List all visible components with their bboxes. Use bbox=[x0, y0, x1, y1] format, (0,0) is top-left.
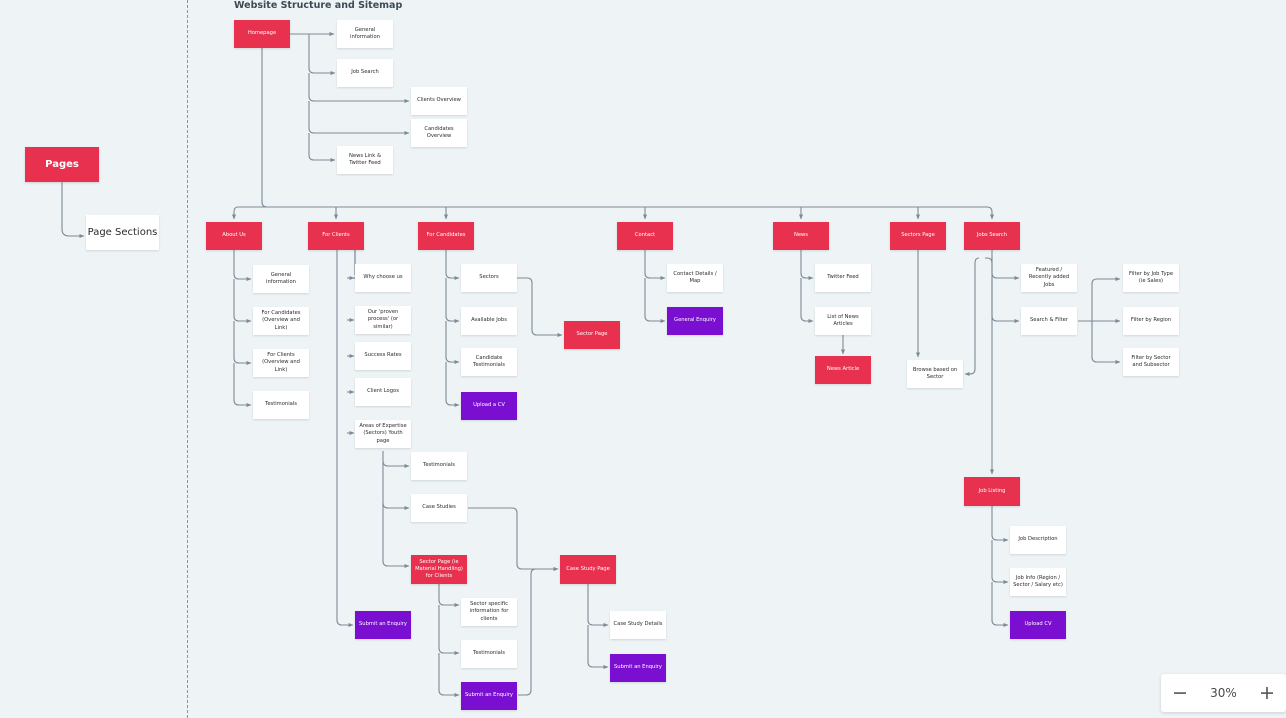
node-jobs-featured[interactable]: Featured / Recently added Jobs bbox=[1021, 264, 1077, 292]
node-job-upload-cv[interactable]: Upload CV bbox=[1010, 611, 1066, 639]
node-about-for-clients[interactable]: For Clients (Overview and Link) bbox=[253, 349, 309, 377]
node-job-description[interactable]: Job Description bbox=[1010, 526, 1066, 554]
node-home-news-feed[interactable]: News Link & Twitter Feed bbox=[337, 146, 393, 174]
node-about-for-candidates[interactable]: For Candidates (Overview and Link) bbox=[253, 307, 309, 335]
node-clients-submit-enquiry[interactable]: Submit an Enquiry bbox=[355, 611, 411, 639]
plus-icon bbox=[1260, 687, 1273, 699]
node-about-testimonials[interactable]: Testimonials bbox=[253, 391, 309, 419]
node-news[interactable]: News bbox=[773, 222, 829, 250]
node-about-general-information[interactable]: General information bbox=[253, 265, 309, 293]
diagram-title: Website Structure and Sitemap bbox=[234, 0, 403, 11]
node-home-clients-overview[interactable]: Clients Overview bbox=[411, 87, 467, 115]
node-case-study-page[interactable]: Case Study Page bbox=[560, 555, 616, 584]
node-news-twitter-feed[interactable]: Twitter Feed bbox=[815, 264, 871, 292]
node-clients-proven-process[interactable]: Our 'proven process' (or similar) bbox=[355, 306, 411, 334]
zoom-level: 30% bbox=[1210, 686, 1237, 700]
node-home-candidates-overview[interactable]: Candidates Overview bbox=[411, 119, 467, 147]
node-clients-why-choose-us[interactable]: Why choose us bbox=[355, 264, 411, 292]
node-sectors-browse[interactable]: Browse based on Sector bbox=[907, 360, 963, 388]
node-about-us[interactable]: About Us bbox=[206, 222, 262, 250]
node-clients-case-studies[interactable]: Case Studies bbox=[411, 494, 467, 522]
node-home-job-search[interactable]: Job Search bbox=[337, 59, 393, 87]
node-contact[interactable]: Contact bbox=[617, 222, 673, 250]
node-for-candidates[interactable]: For Candidates bbox=[418, 222, 474, 250]
node-jobs-filter-region[interactable]: Filter by Region bbox=[1123, 307, 1179, 335]
node-clients-testimonials[interactable]: Testimonials bbox=[411, 452, 467, 480]
node-contact-general-enquiry[interactable]: General Enquiry bbox=[667, 307, 723, 335]
zoom-in-button[interactable] bbox=[1254, 680, 1280, 706]
node-sector-testimonials[interactable]: Testimonials bbox=[461, 640, 517, 668]
node-candidates-available-jobs[interactable]: Available Jobs bbox=[461, 307, 517, 335]
node-jobs-search-filter[interactable]: Search & Filter bbox=[1021, 307, 1077, 335]
node-jobs-filter-sector[interactable]: Filter by Sector and Subsector bbox=[1123, 348, 1179, 376]
node-case-study-details[interactable]: Case Study Details bbox=[610, 611, 666, 639]
legend-page-node: Pages bbox=[25, 147, 99, 182]
node-sector-submit-enquiry[interactable]: Submit an Enquiry bbox=[461, 682, 517, 710]
node-sectors-page[interactable]: Sectors Page bbox=[890, 222, 946, 250]
node-candidates-sectors[interactable]: Sectors bbox=[461, 264, 517, 292]
node-home-general-information[interactable]: General information bbox=[337, 20, 393, 48]
node-clients-client-logos[interactable]: Client Logos bbox=[355, 378, 411, 406]
node-case-study-submit-enquiry[interactable]: Submit an Enquiry bbox=[610, 654, 666, 682]
node-sector-specific-info[interactable]: Sector specific information for clients bbox=[461, 598, 517, 626]
node-clients-sector-page[interactable]: Sector Page (ie Material Handling) for C… bbox=[411, 555, 467, 584]
node-candidates-testimonials[interactable]: Candidate Testimonials bbox=[461, 348, 517, 376]
node-candidates-upload-cv[interactable]: Upload a CV bbox=[461, 392, 517, 420]
node-job-info[interactable]: Job Info (Region / Sector / Salary etc) bbox=[1010, 568, 1066, 596]
zoom-control: 30% bbox=[1161, 674, 1286, 712]
node-clients-success-rates[interactable]: Success Rates bbox=[355, 342, 411, 370]
legend-divider bbox=[187, 0, 188, 718]
node-jobs-search[interactable]: Jobs Search bbox=[964, 222, 1020, 250]
node-job-listing[interactable]: Job Listing bbox=[964, 477, 1020, 506]
node-clients-areas-of-expertise[interactable]: Areas of Expertise (Sectors) Youth page bbox=[355, 420, 411, 448]
minus-icon bbox=[1174, 692, 1186, 694]
node-homepage[interactable]: Homepage bbox=[234, 20, 290, 48]
node-candidates-sector-page[interactable]: Sector Page bbox=[564, 321, 620, 349]
node-news-list-articles[interactable]: List of News Articles bbox=[815, 307, 871, 335]
node-contact-details[interactable]: Contact Details / Map bbox=[667, 264, 723, 292]
node-jobs-filter-job-type[interactable]: Filter by Job Type (ie Sales) bbox=[1123, 264, 1179, 292]
zoom-out-button[interactable] bbox=[1167, 680, 1193, 706]
node-for-clients[interactable]: For Clients bbox=[308, 222, 364, 250]
node-news-article[interactable]: News Article bbox=[815, 356, 871, 384]
legend-section-node: Page Sections bbox=[86, 215, 159, 250]
